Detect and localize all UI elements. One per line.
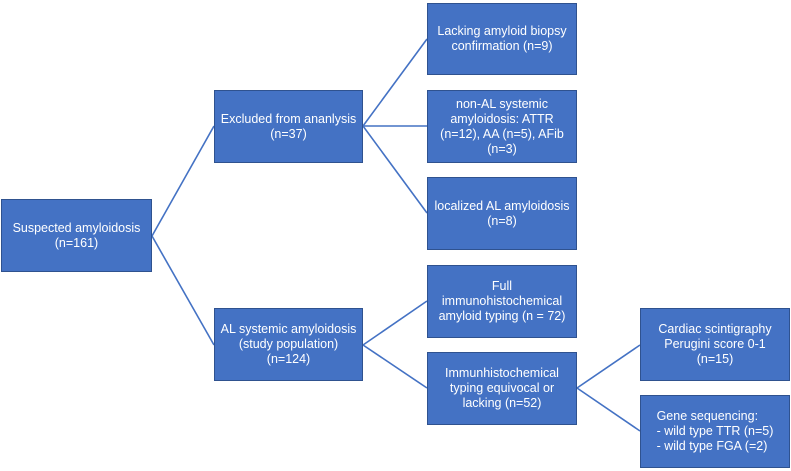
node-suspected-amyloidosis: Suspected amyloidosis (n=161) <box>1 199 152 272</box>
node-label: Full immunohistochemical amyloid typing … <box>438 279 566 323</box>
node-label: Suspected amyloidosis (n=161) <box>12 220 141 250</box>
edge-al-systemic-equivocal-typing <box>362 344 428 389</box>
node-lacking-biopsy-confirmation: Lacking amyloid biopsy confirmation (n=9… <box>427 3 577 75</box>
edge-excluded-lacking-biopsy <box>362 38 428 127</box>
node-label: Gene sequencing: - wild type TTR (n=5) -… <box>656 409 774 453</box>
edge-excluded-localized-al <box>362 125 428 214</box>
node-label: AL systemic amyloidosis (study populatio… <box>220 322 357 366</box>
edge-equivocal-gene-sequencing <box>576 387 641 432</box>
node-full-immunohistochemical-typing: Full immunohistochemical amyloid typing … <box>427 265 577 338</box>
node-label: Cardiac scintigraphy Perugini score 0-1 … <box>658 322 772 366</box>
node-gene-sequencing: Gene sequencing: - wild type TTR (n=5) -… <box>640 395 790 468</box>
node-label: non-AL systemic amyloidosis: ATTR (n=12)… <box>440 96 564 156</box>
node-al-systemic-amyloidosis: AL systemic amyloidosis (study populatio… <box>214 308 363 381</box>
edge-root-excluded <box>151 125 215 237</box>
edge-root-al-systemic <box>151 235 215 346</box>
node-cardiac-scintigraphy: Cardiac scintigraphy Perugini score 0-1 … <box>640 308 790 381</box>
node-label: Immunhistochemical typing equivocal or l… <box>445 366 559 410</box>
node-label: Excluded from ananlysis (n=37) <box>220 111 357 141</box>
node-non-al-systemic-amyloidosis: non-AL systemic amyloidosis: ATTR (n=12)… <box>427 90 577 163</box>
node-label: localized AL amyloidosis (n=8) <box>434 198 570 228</box>
node-immunohistochemical-typing-equivocal: Immunhistochemical typing equivocal or l… <box>427 352 577 425</box>
node-localized-al-amyloidosis: localized AL amyloidosis (n=8) <box>427 177 577 250</box>
edge-equivocal-scintigraphy <box>576 344 641 389</box>
node-excluded-from-analysis: Excluded from ananlysis (n=37) <box>214 90 363 163</box>
edge-al-systemic-full-typing <box>362 300 428 346</box>
node-label: Lacking amyloid biopsy confirmation (n=9… <box>437 24 567 53</box>
